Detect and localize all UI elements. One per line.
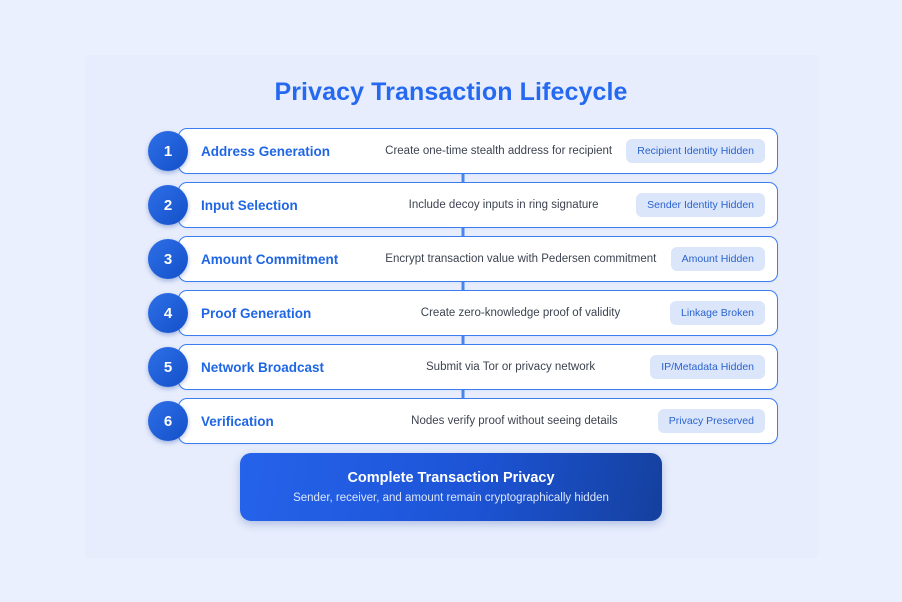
step-privacy-badge: IP/Metadata Hidden bbox=[650, 355, 765, 379]
page-title: Privacy Transaction Lifecycle bbox=[274, 78, 628, 106]
step-number-badge: 3 bbox=[148, 239, 188, 279]
step-description: Nodes verify proof without seeing detail… bbox=[411, 414, 618, 427]
step-title: Network Broadcast bbox=[201, 359, 325, 375]
step-title: Amount Commitment bbox=[201, 251, 339, 267]
step-number-label: 2 bbox=[163, 196, 173, 214]
lifecycle-step-5[interactable]: 5 Network Broadcast Submit via Tor or pr… bbox=[148, 344, 778, 399]
step-connector-line bbox=[461, 281, 465, 291]
summary-banner: Complete Transaction Privacy Sender, rec… bbox=[240, 453, 662, 521]
summary-subtitle: Sender, receiver, and amount remain cryp… bbox=[293, 492, 609, 504]
step-card[interactable]: Network Broadcast Submit via Tor or priv… bbox=[178, 344, 778, 390]
step-card[interactable]: Amount Commitment Encrypt transaction va… bbox=[178, 236, 778, 282]
lifecycle-step-list: 1 Address Generation Create one-time ste… bbox=[148, 128, 778, 452]
step-connector-line bbox=[461, 173, 465, 183]
lifecycle-step-6[interactable]: 6 Verification Nodes verify proof withou… bbox=[148, 398, 778, 444]
step-number-badge: 4 bbox=[148, 293, 188, 333]
step-number-badge: 1 bbox=[148, 131, 188, 171]
step-connector-line bbox=[461, 335, 465, 345]
step-privacy-badge: Privacy Preserved bbox=[657, 409, 765, 433]
step-title: Input Selection bbox=[201, 197, 298, 213]
step-number-label: 1 bbox=[163, 142, 173, 160]
step-number-badge: 6 bbox=[148, 401, 188, 441]
step-number-label: 3 bbox=[163, 250, 173, 268]
step-description: Encrypt transaction value with Pedersen … bbox=[385, 252, 657, 265]
step-card[interactable]: Input Selection Include decoy inputs in … bbox=[178, 182, 778, 228]
step-card[interactable]: Proof Generation Create zero-knowledge p… bbox=[178, 290, 778, 336]
step-description: Create one-time stealth address for reci… bbox=[385, 144, 613, 157]
lifecycle-step-1[interactable]: 1 Address Generation Create one-time ste… bbox=[148, 128, 778, 183]
lifecycle-step-4[interactable]: 4 Proof Generation Create zero-knowledge… bbox=[148, 290, 778, 345]
summary-section: Complete Transaction Privacy Sender, rec… bbox=[0, 453, 902, 521]
step-connector-line bbox=[461, 389, 465, 399]
step-description: Create zero-knowledge proof of validity bbox=[420, 306, 621, 319]
step-number-badge: 2 bbox=[148, 185, 188, 225]
step-number-label: 5 bbox=[163, 358, 173, 376]
step-title: Address Generation bbox=[201, 143, 331, 159]
step-privacy-badge: Recipient Identity Hidden bbox=[626, 139, 765, 163]
summary-title: Complete Transaction Privacy bbox=[347, 470, 555, 486]
lifecycle-step-2[interactable]: 2 Input Selection Include decoy inputs i… bbox=[148, 182, 778, 237]
step-number-label: 6 bbox=[163, 412, 173, 430]
lifecycle-step-3[interactable]: 3 Amount Commitment Encrypt transaction … bbox=[148, 236, 778, 291]
step-number-label: 4 bbox=[163, 304, 173, 322]
step-connector-line bbox=[461, 227, 465, 237]
step-privacy-badge: Sender Identity Hidden bbox=[636, 193, 765, 217]
step-description: Include decoy inputs in ring signature bbox=[408, 198, 599, 211]
step-title: Proof Generation bbox=[201, 305, 312, 321]
step-description: Submit via Tor or privacy network bbox=[426, 360, 596, 373]
step-privacy-badge: Amount Hidden bbox=[670, 247, 765, 271]
step-card[interactable]: Address Generation Create one-time steal… bbox=[178, 128, 778, 174]
step-number-badge: 5 bbox=[148, 347, 188, 387]
step-card[interactable]: Verification Nodes verify proof without … bbox=[178, 398, 778, 444]
step-title: Verification bbox=[201, 413, 274, 429]
step-privacy-badge: Linkage Broken bbox=[670, 301, 765, 325]
